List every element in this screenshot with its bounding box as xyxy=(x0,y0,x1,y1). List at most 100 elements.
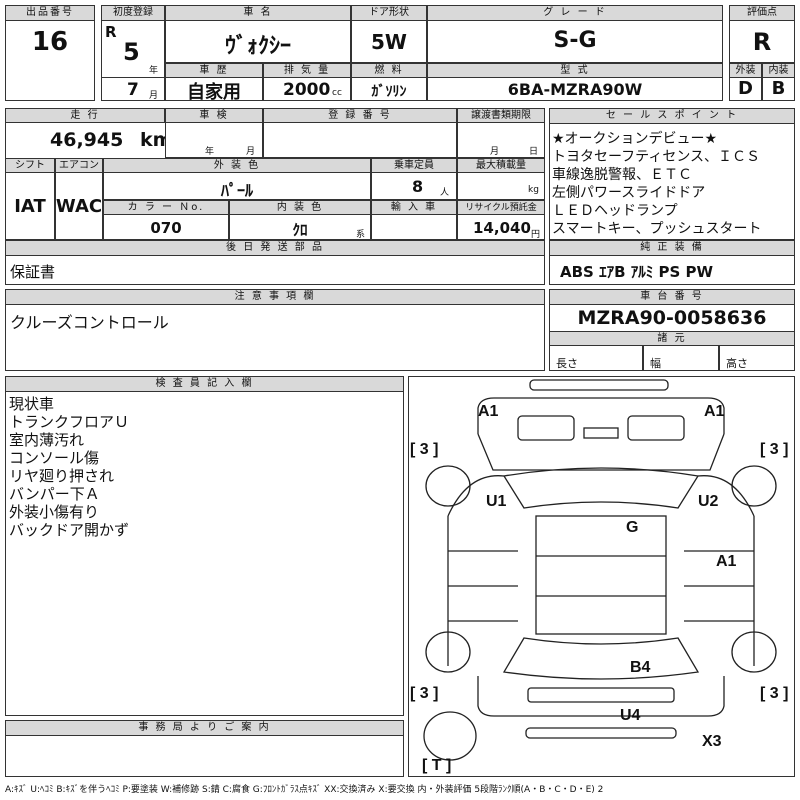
inspector-item: トランクフロアＵ xyxy=(9,413,130,431)
first-reg-label: 初度登録 xyxy=(101,5,165,21)
later-parts-value: 保証書 xyxy=(10,263,56,281)
later-parts-label: 後 日 発 送 部 品 xyxy=(5,240,545,256)
sales-points-label: セ ー ル ス ポ イ ン ト xyxy=(549,108,795,124)
int-color-unit: 系 xyxy=(356,230,366,240)
inspector-item: コンソール傷 xyxy=(9,449,100,467)
lot-number: 16 xyxy=(31,27,69,57)
int-color-cell xyxy=(229,214,371,240)
recycle-cell xyxy=(457,214,545,240)
ext-color-cell xyxy=(103,172,371,200)
ac-cell xyxy=(55,172,103,240)
doors-label: ドア形状 xyxy=(351,5,427,21)
displacement-label: 排 気 量 xyxy=(263,63,351,78)
inspector-item: 室内薄汚れ xyxy=(9,431,85,449)
car-name-label: 車 名 xyxy=(165,5,351,21)
lot-box xyxy=(5,5,95,101)
recycle-value: 14,040 xyxy=(473,219,531,237)
mileage-value: 46,945 xyxy=(50,129,124,151)
transfer-label: 譲渡書類期限 xyxy=(457,108,545,123)
ac-value: WAC xyxy=(55,196,103,217)
damage-marks: A1 A1 [ 3 ] [ 3 ] U1 U2 G A1 B4 [ 3 ] [ … xyxy=(410,403,788,774)
transfer-day-unit: 日 xyxy=(529,147,539,157)
reg-no-cell xyxy=(263,122,457,158)
inspector-box xyxy=(5,376,404,716)
mark-spare: [ T ] xyxy=(422,757,451,774)
load-cell xyxy=(457,172,545,200)
inspector-item: リヤ廻り押され xyxy=(9,467,115,485)
lot-label: 出品番号 xyxy=(5,5,95,21)
load-unit: kg xyxy=(528,185,539,195)
car-diagram-box xyxy=(408,376,795,777)
grade-label: グ レ ー ド xyxy=(427,5,723,21)
mileage-label: 走 行 xyxy=(5,108,165,123)
legend: A:ｷｽﾞ U:ﾍｺﾐ B:ｷｽﾞを伴うﾍｺﾐ P:要塗装 W:補修跡 S:錆 … xyxy=(5,785,604,795)
reg-no-label: 登 録 番 号 xyxy=(263,108,457,123)
model-value: 6BA-MZRA90W xyxy=(507,80,643,99)
import-label: 輸 入 車 xyxy=(371,200,457,215)
mark-tire-rl: [ 3 ] xyxy=(410,685,438,702)
reg-year: 5 xyxy=(123,38,140,66)
transfer-month-unit: 月 xyxy=(490,147,500,157)
capacity-cell xyxy=(371,172,457,200)
import-cell xyxy=(371,214,457,240)
color-no-value: 070 xyxy=(150,219,182,237)
car-name: ｳﾞｫｸｼｰ xyxy=(224,34,291,59)
car-outline xyxy=(423,379,777,761)
inspection-month-unit: 月 xyxy=(246,147,256,157)
length-label: 長さ xyxy=(556,357,578,370)
height-label: 高さ xyxy=(726,357,748,370)
interior-value: B xyxy=(771,78,786,99)
exterior-label: 外装 xyxy=(729,63,762,78)
history-label: 車 歴 xyxy=(165,63,263,78)
ac-label: エアコン xyxy=(55,158,103,173)
reg-month: 7 xyxy=(127,80,139,100)
sales-point-item: トヨタセーフティセンス、ＩＣＳ xyxy=(552,149,761,165)
chassis-number: MZRA90-0058636 xyxy=(577,307,767,329)
sales-point-item: ＬＥＤヘッドランプ xyxy=(552,203,678,219)
notes-value: クルーズコントロール xyxy=(10,313,169,332)
mark-a1-front-right: A1 xyxy=(704,403,725,420)
int-color-value: ｸﾛ xyxy=(292,221,308,239)
reg-month-divider xyxy=(101,77,165,78)
reg-year-unit: 年 xyxy=(149,66,159,76)
score-value: R xyxy=(752,28,772,56)
load-label: 最大積載量 xyxy=(457,158,545,173)
shift-label: シフト xyxy=(5,158,55,173)
inspection-cell xyxy=(165,122,263,158)
mark-a1-right: A1 xyxy=(716,553,737,570)
sales-point-item: 左側パワースライドドア xyxy=(552,185,706,201)
era: R xyxy=(105,23,117,41)
color-no-cell xyxy=(103,214,229,240)
doors-value: 5W xyxy=(371,30,407,54)
sales-points-list: ★オークションデビュー★ トヨタセーフティセンス、ＩＣＳ 車線逸脱警報、ＥＴＣ … xyxy=(552,130,761,238)
sales-point-item: ★オークションデビュー★ xyxy=(552,131,718,147)
equipment-value: ABS ｴｱB ｱﾙﾐ PS PW xyxy=(560,263,714,281)
score-label: 評価点 xyxy=(729,5,795,21)
displacement-unit: cc xyxy=(332,88,342,98)
recycle-label: リサイクル預託金 xyxy=(457,200,545,215)
sales-point-item: スマートキー、プッシュスタート xyxy=(552,221,762,237)
mileage-unit: km xyxy=(140,129,173,151)
recycle-unit: 円 xyxy=(531,230,541,240)
shift-cell xyxy=(5,172,55,240)
chassis-label: 車 台 番 号 xyxy=(549,289,795,305)
mark-g: G xyxy=(626,519,638,536)
shift-value: IAT xyxy=(14,196,46,217)
office-label: 事 務 局 よ り ご 案 内 xyxy=(5,720,404,736)
capacity-label: 乗車定員 xyxy=(371,158,457,173)
dims-label: 諸 元 xyxy=(549,331,795,346)
height-cell xyxy=(719,345,795,371)
inspector-item: バックドア開かず xyxy=(9,521,130,539)
inspector-item: 現状車 xyxy=(9,395,55,413)
inspector-label: 検 査 員 記 入 欄 xyxy=(5,376,404,392)
mark-u1: U1 xyxy=(486,493,507,510)
fuel-value: ｶﾞｿﾘﾝ xyxy=(371,84,407,100)
capacity-unit: 人 xyxy=(440,188,450,198)
car-diagram: A1 A1 [ 3 ] [ 3 ] U1 U2 G A1 B4 [ 3 ] [ … xyxy=(410,379,788,774)
inspector-item: 外装小傷有り xyxy=(9,503,100,521)
mark-x3: X3 xyxy=(702,733,722,750)
exterior-value: D xyxy=(738,78,753,99)
color-no-label: カ ラ ー Ｎo. xyxy=(103,200,229,215)
ext-color-value: ﾊﾟｰﾙ xyxy=(220,181,253,200)
mark-tire-fr: [ 3 ] xyxy=(760,441,788,458)
